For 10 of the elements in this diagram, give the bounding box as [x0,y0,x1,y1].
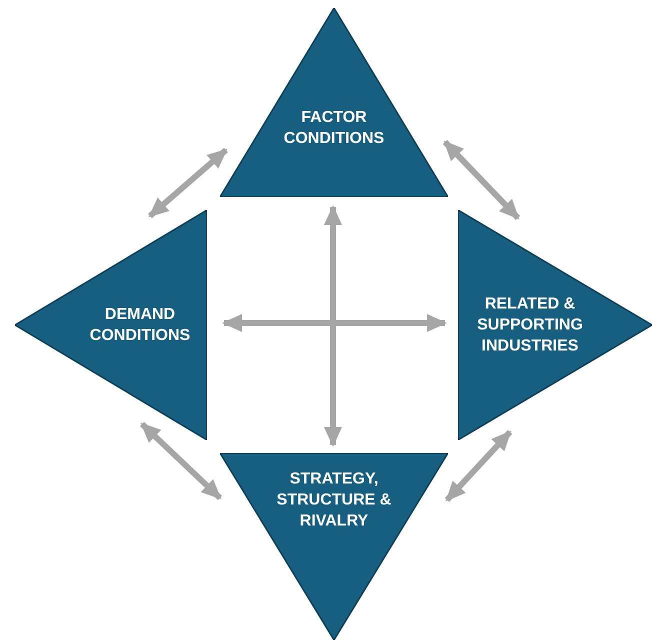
double-arrow [444,430,512,502]
double-arrow [324,205,342,447]
double-arrow [148,148,228,218]
node-label: RELATED & SUPPORTING INDUSTRIES [476,294,584,356]
node-label: FACTOR CONDITIONS [282,108,386,149]
node-label: STRATEGY, STRUCTURE & RIVALRY [276,470,392,532]
double-arrow [222,314,447,332]
double-arrow [442,140,520,220]
double-arrow [140,422,222,500]
node-label: DEMAND CONDITIONS [88,305,192,346]
